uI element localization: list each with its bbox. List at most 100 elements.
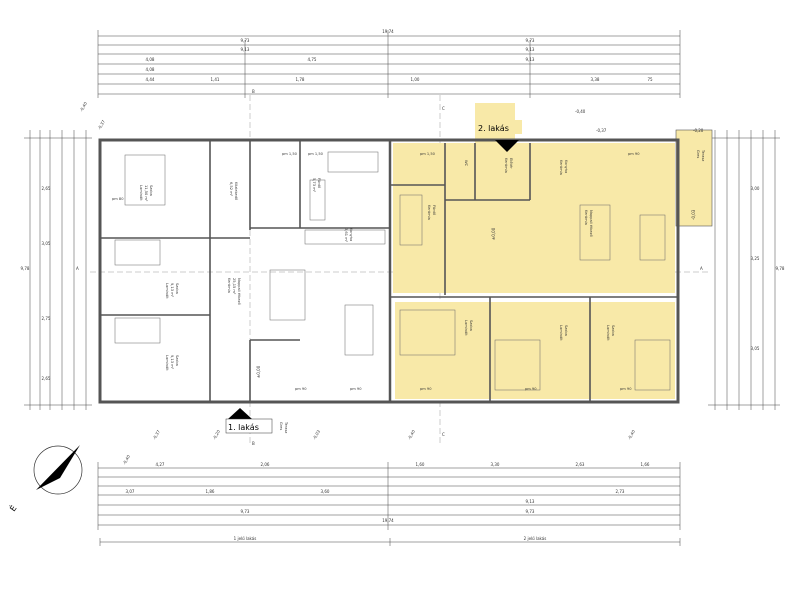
section-mark-b-top: B — [252, 89, 255, 94]
room-apt1-bath-area: 5,73 m² — [312, 178, 316, 193]
room-apt1-bedroom-1: Szoba — [149, 185, 153, 196]
level-11: -0,40 — [407, 429, 417, 441]
room-apt1-bedroom-3-area: 9,13 m² — [170, 355, 174, 370]
section-mark-b-bottom: B — [252, 441, 255, 446]
dim-row-right: 9,13 — [526, 47, 535, 52]
dim-bot-2: 2,06 — [261, 462, 270, 467]
entrance-apt1: 1. lakás — [225, 408, 273, 434]
room-apt2-bedroom-2: Szoba — [564, 325, 568, 336]
apartment-2-room-labels: Fürdő Kerámia WC Előtér Kerámia Konyha K… — [427, 149, 705, 341]
room-apt2-bedroom-1-floor: Laminált — [464, 320, 468, 336]
room-apt2-terrace: Terasz — [701, 149, 705, 161]
window-mark-10: pm 80 — [112, 197, 124, 201]
dim-part-3: 4,08 — [146, 67, 155, 72]
room-apt2-entry-floor: Kerámia — [504, 158, 508, 173]
legend-apt1: 1 jelű lakás — [234, 536, 257, 541]
apartment-1-walls — [100, 140, 390, 402]
side-dimension-lines — [24, 130, 780, 410]
dim-right-2: 3,25 — [751, 256, 760, 261]
room-apt2-kitchen-floor: Kerámia — [559, 160, 563, 175]
window-mark-7: pm 90 — [420, 387, 432, 391]
dim-bot-11: 2,73 — [616, 489, 625, 494]
dim-detail-2: 1,41 — [211, 77, 220, 82]
level-14: -0,40 — [122, 454, 132, 466]
entrance-label-apt1: 1. lakás — [228, 423, 259, 432]
room-apt2-entry: Előtér — [509, 158, 513, 169]
dim-bot-7: 3,07 — [126, 489, 135, 494]
room-apt1-bedroom-2-area: 9,13 m² — [170, 283, 174, 298]
level-2: -0,37 — [97, 119, 107, 131]
apartment-1-room-labels: Szoba 11,50 m² Laminált Szoba 9,13 m² La… — [139, 178, 353, 433]
room-apt1-bedroom-3-floor: Laminált — [165, 355, 169, 371]
entrance-apt2: 2. lakás — [476, 120, 522, 152]
room-apt1-bedroom-1-area: 11,50 m² — [144, 185, 148, 202]
level-5: -0,20 — [693, 128, 704, 133]
apartment-2-walls — [390, 143, 678, 402]
room-apt1-bedroom-1-floor: Laminált — [139, 185, 143, 201]
bottom-dimension-lines — [97, 462, 681, 530]
top-dimension-lines — [97, 30, 681, 98]
dim-detail-3: 1,78 — [296, 77, 305, 82]
room-apt2-living: Nappali étkező — [589, 210, 593, 237]
dim-bot-total: 19,74 — [382, 518, 394, 523]
window-mark-1: pm 1,50 — [282, 152, 298, 156]
north-mark-label: É — [7, 503, 19, 513]
room-apt1-living-area: 25,15 m² — [232, 278, 236, 295]
dim-part-2: 4,75 — [308, 57, 317, 62]
dim-left-3: 2,75 — [42, 316, 51, 321]
room-apt2-living-floor: Kerámia — [584, 210, 588, 225]
dim-part-4: 9,13 — [526, 57, 535, 62]
room-apt2-bath: Fürdő — [432, 205, 436, 215]
level-9: -0,37 — [152, 429, 162, 441]
level-1: -0,40 — [79, 101, 89, 113]
room-apt1-bedroom-2-floor: Laminált — [165, 283, 169, 299]
level-10: -0,20 — [212, 429, 222, 441]
room-apt2-terrace-floor: Gres — [696, 150, 700, 158]
window-marks: pm 1,50 pm 1,50 pm 1,50 pm 90 pm 90 pm 9… — [112, 152, 640, 391]
furniture — [114, 151, 671, 391]
level-12: -0,40 — [627, 429, 637, 441]
dim-detail-5: 3,38 — [591, 77, 600, 82]
entrance-label-apt2: 2. lakás — [478, 124, 509, 133]
room-apt1-living-floor: Kerámia — [227, 278, 231, 293]
dim-part-1: 4,08 — [146, 57, 155, 62]
room-apt1-kitchen-area: 3,61 m² — [344, 228, 348, 243]
room-apt1-terrace: Terasz — [284, 421, 288, 433]
window-mark-2: pm 1,50 — [308, 152, 324, 156]
room-apt1-bedroom-2: Szoba — [175, 283, 179, 294]
dim-detail-4: 1,00 — [411, 77, 420, 82]
legend-apt2: 2 jelű lakás — [524, 536, 547, 541]
room-apt2-bedroom-3: Szoba — [611, 325, 615, 336]
dim-left-height: 9,78 — [21, 266, 30, 271]
level-7: ±0,00 — [256, 365, 261, 378]
apartment-legend-bar — [99, 538, 681, 546]
room-apt2-bedroom-2-floor: Laminált — [559, 325, 563, 341]
dim-bot-4: 3,30 — [491, 462, 500, 467]
dim-detail-6: 75 — [647, 77, 653, 82]
level-13: -0,03 — [691, 209, 696, 220]
dim-bot-8: 1,86 — [206, 489, 215, 494]
dim-bot-1: 4,27 — [156, 462, 165, 467]
window-mark-3: pm 1,50 — [420, 152, 436, 156]
dim-bot-10: 9,13 — [526, 499, 535, 504]
room-apt1-bath: Fürdő — [317, 178, 321, 188]
dim-detail-1: 4,44 — [146, 77, 155, 82]
dim-right-1: 3,00 — [751, 186, 760, 191]
dim-bot-5: 2,63 — [576, 462, 585, 467]
room-apt1-hall-area: 6,52 m² — [229, 182, 233, 197]
window-mark-5: pm 90 — [295, 387, 307, 391]
dim-total: 19,74 — [382, 29, 394, 34]
level-marks: -0,40 -0,37 -0,37 -0,40 -0,20 ±0,00 ±0,0… — [79, 101, 704, 466]
section-mark-a-left: A — [76, 266, 79, 271]
dim-bot-9: 3,60 — [321, 489, 330, 494]
window-mark-6: pm 90 — [350, 387, 362, 391]
level-4: -0,40 — [575, 109, 586, 114]
room-apt1-terrace-floor: Gres — [279, 422, 283, 430]
room-apt1-bedroom-3: Szoba — [175, 355, 179, 366]
dim-bot-13: 9,73 — [526, 509, 535, 514]
section-mark-c-top: C — [442, 106, 445, 111]
room-apt2-bedroom-3-floor: Laminált — [606, 325, 610, 341]
dim-bot-12: 9,73 — [241, 509, 250, 514]
level-3: -0,37 — [596, 128, 607, 133]
room-apt1-kitchen: Konyha — [349, 228, 353, 241]
